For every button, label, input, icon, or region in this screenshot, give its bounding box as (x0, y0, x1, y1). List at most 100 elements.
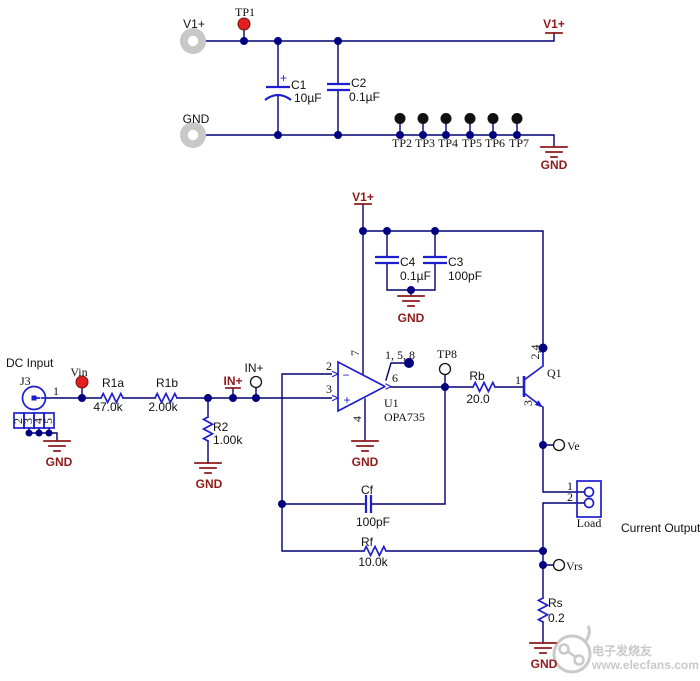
j3-barrel-icon (21, 385, 47, 411)
cf-ref: Cf (361, 483, 374, 497)
testpoint-vrs: Vrs (552, 558, 583, 573)
gnd-bars-icon (529, 642, 557, 654)
net-in-plus: IN+ (223, 374, 243, 389)
testpoints-tp2-tp7: TP2 TP3 TP4 TP5 TP6 TP7 (392, 113, 529, 150)
c2-value: 0.1µF (349, 90, 380, 104)
load-pin2-socket-icon (583, 497, 595, 509)
r2-zigzag (201, 415, 215, 443)
cf-value: 100pF (356, 515, 390, 529)
r1a-zigzag (99, 391, 125, 405)
pin3-label: 3 (326, 382, 332, 396)
vrs-pad-icon (552, 558, 566, 572)
tp6-pad-icon (487, 113, 499, 124)
j3-pin4-label: 4 (31, 418, 45, 424)
dc-input-label: DC Input (6, 356, 54, 370)
c4-ref: C4 (400, 255, 416, 269)
tp4-pad-icon (440, 113, 452, 124)
tp2-label: TP2 (392, 136, 412, 150)
cf-plates (364, 495, 373, 513)
tp1-red-pad-icon (237, 17, 251, 31)
capacitor-cf: Cf 100pF (356, 483, 390, 529)
noninverting-input-sign: + (343, 393, 350, 407)
gnd-net-label: GND (46, 455, 73, 469)
watermark-logo-tail (583, 625, 591, 643)
j3-ref: J3 (20, 374, 31, 388)
wire-input-signal (28, 386, 333, 464)
opamp-triangle-icon (337, 360, 387, 413)
rf-value: 10.0k (358, 555, 388, 569)
tp7-pad-icon (511, 113, 523, 124)
tp6-label: TP6 (485, 136, 505, 150)
wire-feedback (281, 373, 544, 552)
rf-ref: Rf (361, 535, 374, 549)
pin2-clip-icon (331, 370, 340, 378)
tp5-label: TP5 (462, 136, 482, 150)
resistor-rf: Rf 10.0k (358, 535, 388, 569)
r1a-value: 47.0k (93, 400, 123, 414)
v1-net-label: V1+ (543, 17, 565, 31)
r1a-ref: R1a (102, 376, 124, 390)
q1-ref: Q1 (547, 366, 562, 380)
jack-hole (187, 129, 199, 141)
testpoint-vin: Vin (70, 365, 89, 389)
jack-hole (187, 35, 199, 47)
gnd-net-label: GND (398, 311, 425, 325)
rf-zigzag (362, 544, 388, 558)
v1-net-label: V1+ (352, 190, 374, 204)
capacitor-c3: C3 100pF (423, 255, 482, 283)
tp4-label: TP4 (438, 136, 458, 150)
tp5-pad-icon (464, 113, 476, 124)
q1-collector-pin-label: 2,4 (528, 345, 542, 360)
tp7-label: TP7 (509, 136, 529, 150)
load-ref: Load (577, 516, 602, 530)
q1-collector-icon (522, 348, 544, 382)
q1-base-pin-label: 1 (515, 373, 521, 387)
rb-zigzag (471, 380, 497, 394)
q1-emitter-pin-label: 3 (521, 400, 535, 406)
c3-value: 100pF (448, 269, 482, 283)
gnd-net-label: GND (541, 158, 568, 172)
gnd-bars-icon (194, 462, 222, 474)
r2-value: 1.00k (213, 433, 243, 447)
vin-label: Vin (70, 365, 87, 379)
v1-jack-label: V1+ (183, 17, 205, 31)
capacitor-c4: C4 0.1µF (375, 255, 431, 283)
pin3-clip-icon (331, 394, 340, 402)
watermark-logo-node2 (573, 654, 585, 666)
junction-dots (25, 37, 548, 569)
in-tp-pad-icon (249, 375, 263, 389)
r1b-ref: R1b (156, 376, 178, 390)
banana-jack-gnd: GND (180, 112, 210, 148)
j3-pin1-label: 1 (53, 384, 59, 398)
inverting-input-sign: − (342, 368, 349, 382)
wire-output-chain (542, 406, 585, 644)
j3-pin5-label: 5 (41, 418, 55, 424)
r1b-zigzag (153, 391, 179, 405)
ve-label: Ve (567, 439, 580, 453)
resistor-rs: Rs 0.2 (536, 596, 565, 625)
in-tp-label: IN+ (244, 361, 263, 375)
vrs-label: Vrs (566, 559, 583, 573)
wire-opamp-pins (364, 362, 525, 441)
watermark-logo-icon (552, 634, 592, 674)
opamp-u1: − + 2 3 7 4 6 1, 5, 8 U1 OPA735 (326, 348, 425, 424)
load-pin1-label: 1 (567, 479, 573, 493)
pin6-label: 6 (392, 371, 398, 385)
watermark: 电子发烧友 www.elecfans.com (552, 625, 699, 674)
gnd-net-label: GND (352, 455, 379, 469)
resistor-r1b: R1b 2.00k (148, 376, 178, 414)
load-box (576, 480, 602, 518)
u1-ref: U1 (384, 396, 399, 410)
r1b-value: 2.00k (148, 400, 178, 414)
gnd-jack-label: GND (183, 112, 210, 126)
ve-pad-icon (552, 438, 566, 452)
testpoint-ve: Ve (552, 438, 580, 453)
pin4-label: 4 (350, 416, 364, 422)
c3-ref: C3 (448, 255, 464, 269)
current-output-label: Current Output (621, 521, 700, 535)
watermark-site-text: www.elecfans.com (591, 658, 699, 672)
tp2-pad-icon (394, 113, 406, 124)
tp3-label: TP3 (415, 136, 435, 150)
